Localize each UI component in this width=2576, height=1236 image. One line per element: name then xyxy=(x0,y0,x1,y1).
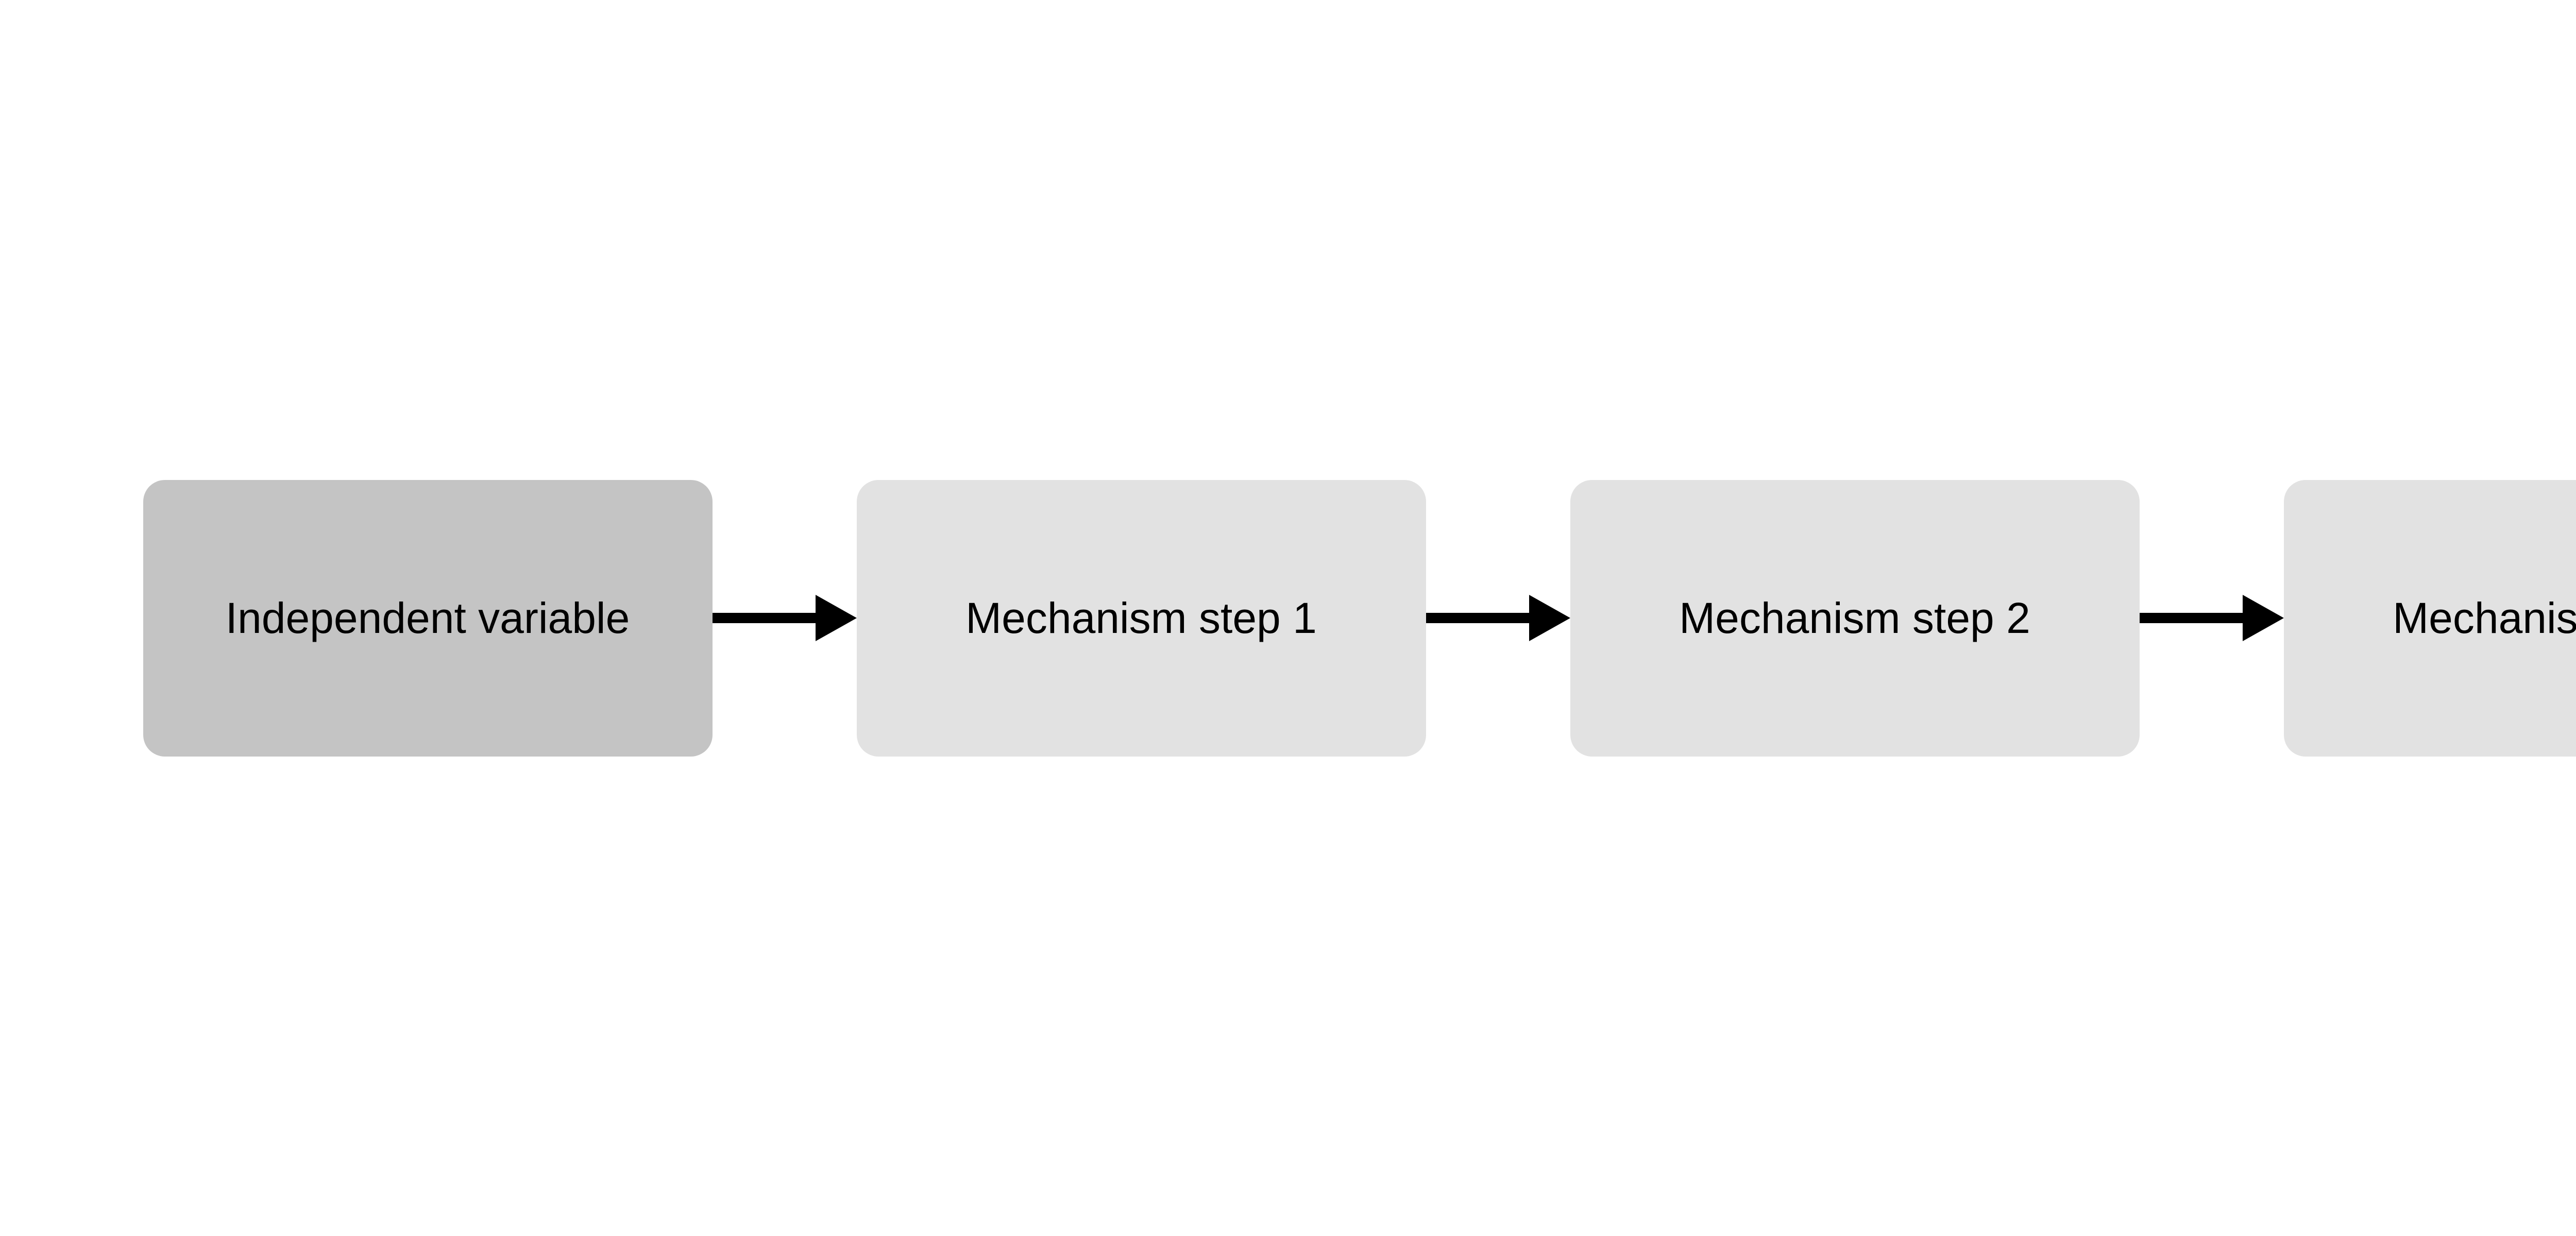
right-arrow-icon xyxy=(712,595,857,641)
node-mechanism-step-1: Mechanism step 1 xyxy=(856,479,1426,757)
node-mechanism-step-3: Mechanism step 3 xyxy=(2283,479,2576,757)
node-label: Mechanism step 2 xyxy=(1679,593,2030,642)
node-independent-variable: Independent variable xyxy=(143,479,713,757)
node-label: Independent variable xyxy=(225,593,630,642)
right-arrow-icon xyxy=(1426,595,1570,641)
flow-arrow-2 xyxy=(1426,582,1570,654)
node-mechanism-step-2: Mechanism step 2 xyxy=(1570,479,2140,757)
flowchart: Independent variable Mechanism step 1 Me… xyxy=(143,479,2576,757)
flow-arrow-1 xyxy=(712,582,857,654)
flow-arrow-3 xyxy=(2139,582,2284,654)
right-arrow-icon xyxy=(2139,595,2284,641)
node-label: Mechanism step 3 xyxy=(2393,593,2576,642)
node-label: Mechanism step 1 xyxy=(965,593,1317,642)
